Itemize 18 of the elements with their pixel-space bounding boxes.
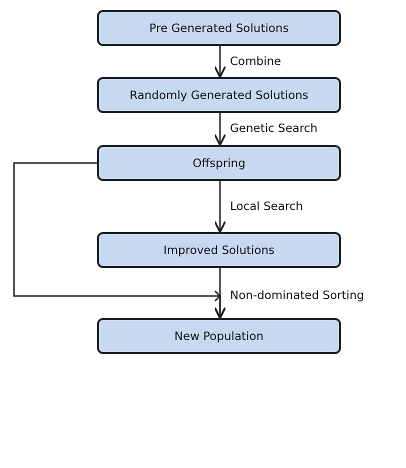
box-label: Pre Generated Solutions: [149, 21, 289, 35]
box-label: New Population: [174, 329, 264, 343]
box-label: Offspring: [192, 156, 246, 170]
process-box: [97, 318, 341, 354]
edge-label: Non-dominated Sorting: [229, 288, 366, 302]
arrow: [214, 181, 226, 233]
edge-label: Local Search: [229, 198, 304, 212]
process-box: [97, 232, 341, 268]
arrow: [214, 113, 226, 146]
process-box: [97, 145, 341, 181]
box-label: Randomly Generated Solutions: [130, 88, 308, 102]
process-box: [97, 10, 341, 46]
arrow: [13, 162, 226, 319]
edge-label: Genetic Search: [229, 121, 319, 135]
arrow: [214, 46, 226, 78]
edge-label: Combine: [229, 54, 282, 68]
box-label: Improved Solutions: [163, 243, 275, 257]
process-box: [97, 77, 341, 113]
